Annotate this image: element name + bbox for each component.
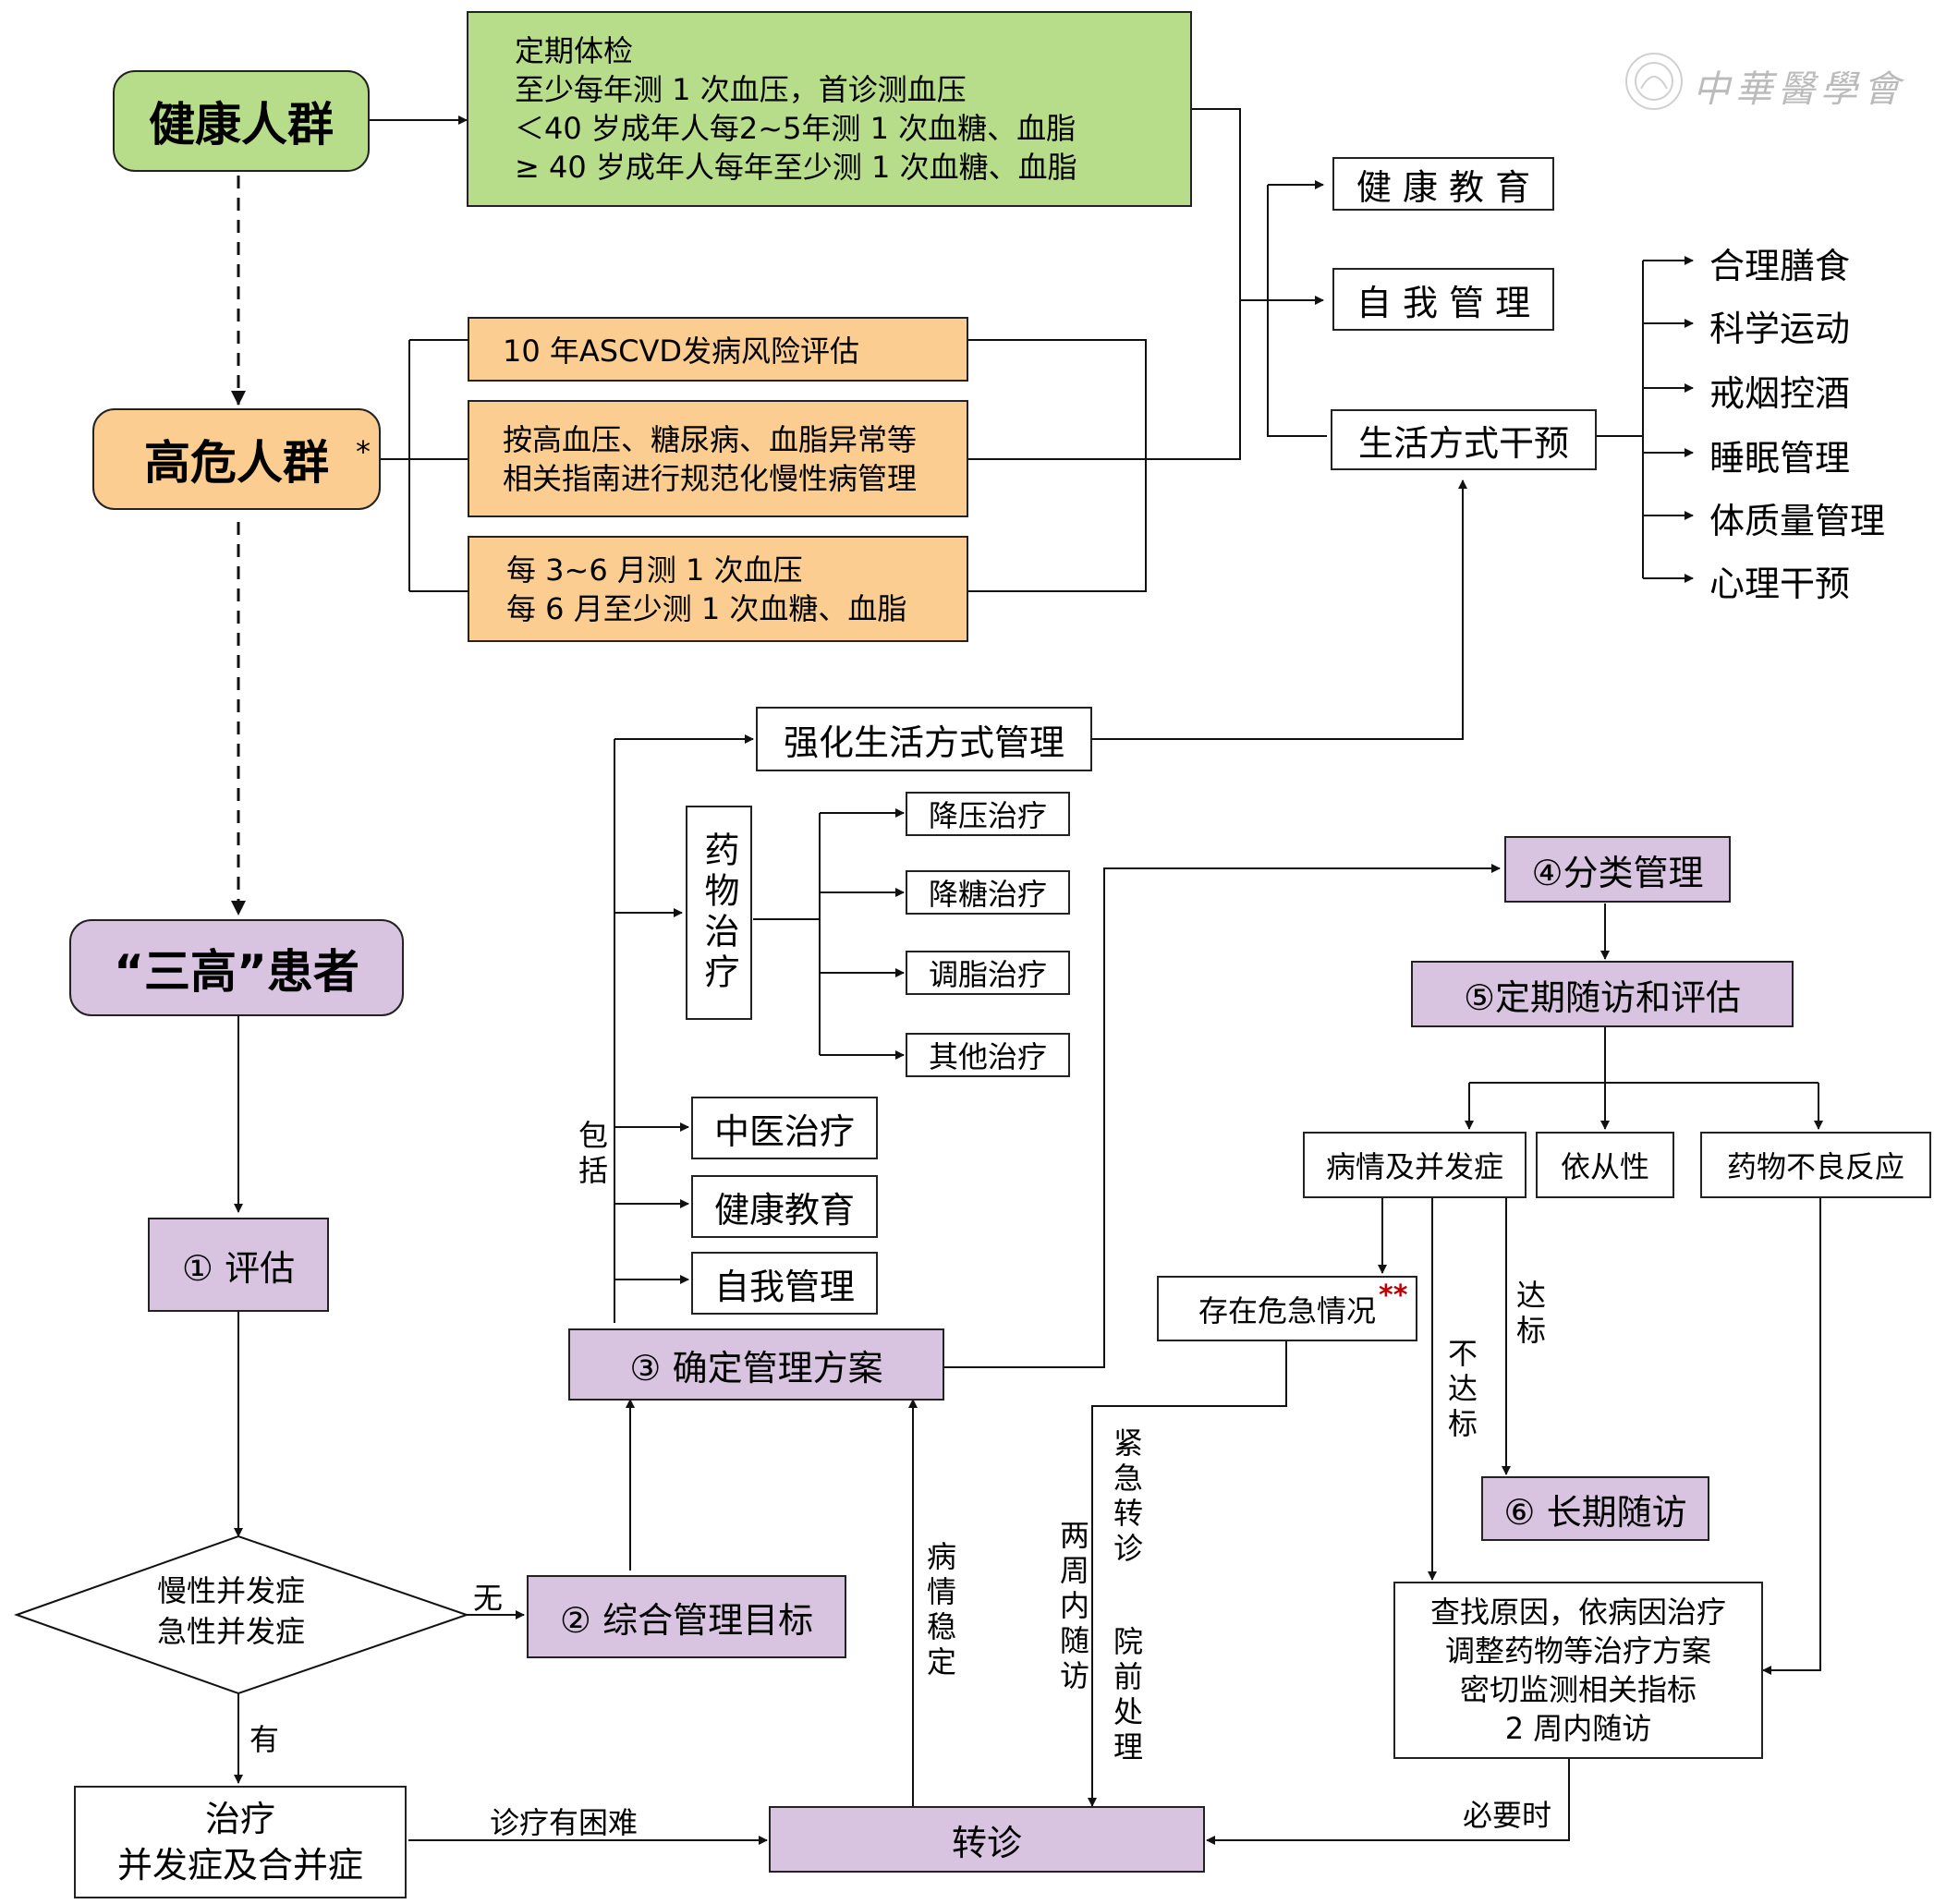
emergency-asterisk: ** [1379,1279,1408,1312]
antihypertensive-box: 降压治疗 [906,792,1070,836]
checkup-line: 定期体检 [515,33,634,68]
step1-assess-box: ① 评估 [148,1218,329,1312]
emergency-text: 存在危急情况 [1198,1292,1376,1328]
action-line: 密切监测相关指标 [1459,1672,1697,1707]
high-risk-asterisk: * [356,434,371,469]
healthy-population-node: 健康人群 [113,70,370,172]
drug-therapy-box: 药物治疗 [686,806,752,1020]
decision-text: 慢性并发症 急性并发症 [157,1570,305,1652]
stable-condition-label: 病情稳定 [922,1541,957,1681]
drug-therapy-label: 药物治疗 [699,831,739,994]
lifestyle-item: 科学运动 [1709,309,1851,349]
referral-box: 转诊 [769,1806,1205,1873]
pre-hospital-label: 院前处理 [1109,1626,1144,1766]
monitoring-line: 每 6 月至少测 1 次血糖、血脂 [506,590,907,626]
health-education-box: 健 康 教 育 [1332,157,1554,211]
lipid-lowering-box: 调脂治疗 [906,951,1070,995]
condition-complication-box: 病情及并发症 [1303,1132,1527,1198]
high-risk-label: 高危人群 [144,436,329,490]
lifestyle-item: 心理干预 [1709,564,1851,604]
urgent-referral-label: 紧急转诊 [1109,1427,1144,1568]
action-line: 查找原因，依病因治疗 [1429,1595,1726,1630]
guideline-line: 按高血压、糖尿病、血脂异常等 [503,421,918,457]
hypertension-diabetes-dyslipidemia-patients-node: “三高”患者 [69,919,404,1016]
step2-goals-box: ② 综合管理目标 [527,1575,846,1658]
checkup-line: ＜40 岁成年人每2~5年测 1 次血糖、血脂 [515,111,1076,146]
step6-longterm-box: ⑥ 长期随访 [1481,1476,1709,1541]
adverse-reaction-box: 药物不良反应 [1700,1132,1931,1198]
tcm-therapy-box: 中医治疗 [691,1097,878,1159]
intensify-lifestyle-box: 强化生活方式管理 [756,707,1092,771]
watermark-text: 中華醫學會 [1693,68,1905,111]
plan-self-management-box: 自我管理 [691,1252,878,1315]
seal-icon [1625,53,1683,110]
other-therapy-box: 其他治疗 [906,1033,1070,1077]
treat-line: 并发症及合并症 [116,1845,363,1886]
plan-health-education-box: 健康教育 [691,1175,878,1238]
step4-classify-box: ④分类管理 [1504,836,1731,903]
decision-yes-label: 有 [249,1722,280,1757]
treat-line: 治疗 [204,1799,275,1839]
guideline-management-box: 按高血压、糖尿病、血脂异常等 相关指南进行规范化慢性病管理 [468,400,968,517]
includes-label: 包括 [574,1120,609,1190]
treat-complications-box: 治疗 并发症及合并症 [74,1786,407,1898]
regular-checkup-box: 定期体检 至少每年测 1 次血压，首诊测血压 ＜40 岁成年人每2~5年测 1 … [467,11,1192,207]
difficult-diagnosis-label: 诊疗有困难 [490,1805,639,1840]
decision-no-label: 无 [473,1581,504,1616]
guideline-line: 相关指南进行规范化慢性病管理 [503,460,918,496]
hypoglycemic-box: 降糖治疗 [906,870,1070,915]
monitoring-frequency-box: 每 3~6 月测 1 次血压 每 6 月至少测 1 次血糖、血脂 [468,536,968,642]
complication-decision-diamond [14,1534,470,1695]
not-reached-actions-box: 查找原因，依病因治疗 调整药物等治疗方案 密切监测相关指标 2 周内随访 [1393,1582,1763,1759]
monitoring-line: 每 3~6 月测 1 次血压 [506,552,803,588]
not-reached-label: 不达标 [1443,1338,1478,1443]
lifestyle-intervention-box: 生活方式干预 [1331,409,1597,470]
decision-line: 急性并发症 [157,1614,306,1649]
ascvd-text: 10 年ASCVD发病风险评估 [503,334,859,369]
high-risk-population-node: 高危人群 [92,408,381,510]
when-needed-label: 必要时 [1463,1798,1552,1833]
decision-line: 慢性并发症 [157,1573,306,1608]
lifestyle-item: 戒烟控酒 [1709,373,1851,414]
self-management-box: 自 我 管 理 [1332,268,1554,331]
reached-label: 达标 [1512,1279,1547,1350]
action-line: 调整药物等治疗方案 [1444,1633,1711,1668]
step5-followup-box: ⑤定期随访和评估 [1411,961,1794,1027]
action-line: 2 周内随访 [1504,1711,1652,1746]
two-week-followup-label: 两周内随访 [1055,1520,1090,1695]
emergency-box: 存在危急情况 [1157,1276,1417,1341]
checkup-line: 至少每年测 1 次血压，首诊测血压 [515,72,967,107]
ascvd-risk-assessment-box: 10 年ASCVD发病风险评估 [468,317,968,382]
lifestyle-item: 体质量管理 [1709,501,1886,541]
lifestyle-item: 合理膳食 [1709,246,1851,286]
step3-plan-box: ③ 确定管理方案 [568,1328,944,1401]
adherence-box: 依从性 [1536,1132,1674,1198]
lifestyle-item: 睡眠管理 [1709,438,1851,479]
checkup-line: ≥ 40 岁成年人每年至少测 1 次血糖、血脂 [515,150,1077,185]
